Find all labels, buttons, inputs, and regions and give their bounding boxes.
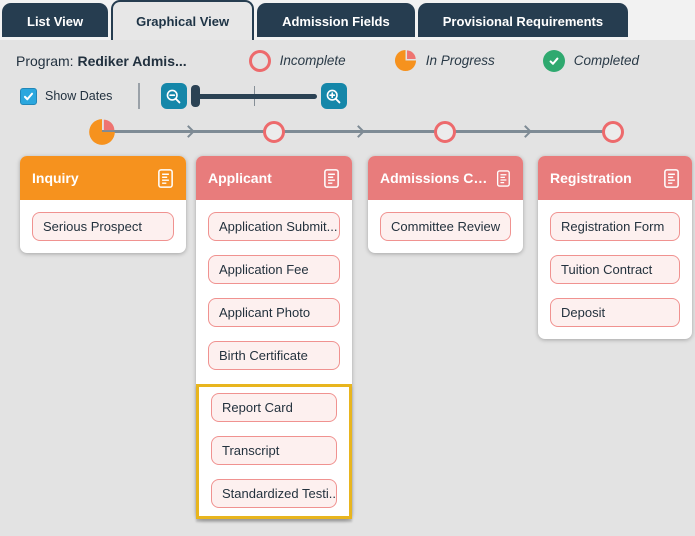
timeline-node-incomplete <box>263 120 285 143</box>
document-icon <box>158 168 173 188</box>
program-label: Program: Rediker Admis... <box>16 52 187 69</box>
requirement-card[interactable]: Birth Certificate <box>208 341 340 370</box>
column-admissions-committee-header[interactable]: Admissions Com... <box>368 156 523 200</box>
document-icon <box>664 168 679 188</box>
magnifier-minus-icon <box>167 89 181 103</box>
highlighted-selection-box: Report Card Transcript Standardized Test… <box>196 384 352 519</box>
incomplete-circle-icon <box>248 49 271 72</box>
legend-in-progress: In Progress <box>394 49 495 72</box>
tab-admission-fields[interactable]: Admission Fields <box>257 3 415 37</box>
tab-bar: List View Graphical View Admission Field… <box>0 0 695 40</box>
magnifier-plus-icon <box>327 89 341 103</box>
program-value: Rediker Admis... <box>77 52 187 69</box>
arrow-right-icon <box>182 124 195 138</box>
document-icon <box>324 168 339 188</box>
show-dates-label: Show Dates <box>45 89 113 103</box>
timeline-line <box>102 130 613 133</box>
column-inquiry: Inquiry Serious Prospect <box>20 156 186 253</box>
stages-board: Inquiry Serious Prospect Applicant <box>0 156 695 536</box>
requirement-card[interactable]: Tuition Contract <box>550 255 680 284</box>
requirement-card[interactable]: Committee Review <box>380 212 511 241</box>
column-applicant-header[interactable]: Applicant <box>196 156 352 200</box>
zoom-out-button[interactable] <box>160 83 187 109</box>
requirement-card[interactable]: Report Card <box>211 393 337 422</box>
column-registration: Registration Registration Form Tuition C… <box>538 156 692 339</box>
requirement-card[interactable]: Registration Form <box>550 212 680 241</box>
tab-list-view[interactable]: List View <box>2 3 109 37</box>
requirement-card[interactable]: Serious Prospect <box>32 212 174 241</box>
tab-graphical-view[interactable]: Graphical View <box>111 0 255 40</box>
requirement-card[interactable]: Standardized Testi... <box>211 479 337 508</box>
legend-row: Program: Rediker Admis... Incomplete In … <box>0 40 695 76</box>
timeline-node-incomplete <box>434 120 456 143</box>
requirement-card[interactable]: Applicant Photo <box>208 298 340 327</box>
timeline-node-incomplete <box>602 120 624 143</box>
requirement-card[interactable]: Transcript <box>211 436 337 465</box>
timeline-node-in-progress <box>88 118 116 146</box>
requirement-card[interactable]: Deposit <box>550 298 680 327</box>
controls-row: Show Dates <box>0 76 695 114</box>
column-admissions-committee: Admissions Com... Committee Review <box>368 156 523 253</box>
requirement-card[interactable]: Application Submit... <box>208 212 340 241</box>
requirement-card[interactable]: Application Fee <box>208 255 340 284</box>
column-registration-header[interactable]: Registration <box>538 156 692 200</box>
document-icon <box>497 169 511 187</box>
show-dates-checkbox[interactable] <box>20 87 37 105</box>
arrow-right-icon <box>352 124 365 138</box>
checkmark-icon <box>23 92 34 100</box>
arrow-right-icon <box>519 124 532 138</box>
column-applicant: Applicant Application Submit... Applicat… <box>196 156 352 519</box>
legend-incomplete: Incomplete <box>248 49 346 72</box>
zoom-in-button[interactable] <box>320 83 347 109</box>
tab-provisional-requirements[interactable]: Provisional Requirements <box>417 3 629 37</box>
divider <box>138 83 140 109</box>
completed-check-icon <box>542 49 565 72</box>
slider-handle[interactable] <box>190 85 200 107</box>
column-inquiry-header[interactable]: Inquiry <box>20 156 186 200</box>
in-progress-pie-icon <box>394 49 417 72</box>
progress-timeline <box>0 114 695 150</box>
zoom-slider[interactable] <box>190 83 317 109</box>
legend-completed: Completed <box>542 49 639 72</box>
slider-track[interactable] <box>190 94 317 99</box>
